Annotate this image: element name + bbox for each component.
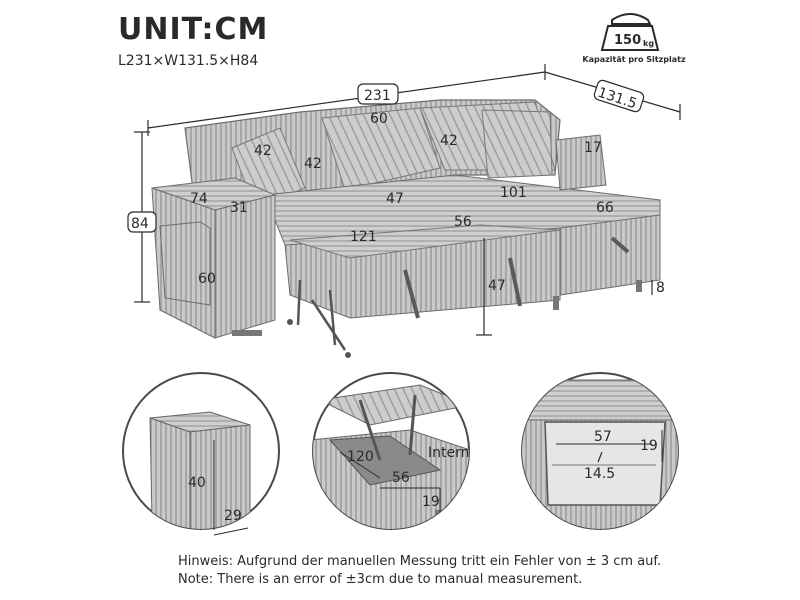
ottoman-length-label: 74 (190, 191, 208, 207)
compartment-width-label: 57 (594, 429, 612, 445)
seat-depth-label: 47 (386, 191, 404, 207)
weight-icon: 150 kg (600, 13, 660, 51)
bed-height-label: 47 (488, 278, 506, 294)
note-english: Note: There is an error of ±3cm due to m… (178, 572, 583, 587)
storage-depth-label: 19 (422, 494, 440, 510)
armrest-depth-label: 17 (584, 140, 602, 156)
capacity-weight: 150 (614, 33, 641, 48)
storage-width-label: 56 (392, 470, 410, 486)
detail-compartment: 57 19 14.5 (521, 372, 679, 530)
chaise-length-label: 101 (500, 185, 527, 201)
storage-label: Intern (428, 445, 470, 461)
stool-height-label: 40 (188, 475, 206, 491)
sofa-main (151, 99, 661, 358)
leg-height-label: 8 (656, 280, 665, 296)
ottoman-height-label: 60 (198, 271, 216, 287)
dimension-labels: 231 131.5 84 42 42 60 42 17 74 31 60 47 … (127, 79, 665, 296)
storage-length-label: 120 (347, 449, 374, 465)
capacity-label: Kapazität pro Sitzplatz (582, 55, 686, 64)
back-pillow-height-label: 42 (440, 133, 458, 149)
overall-dimensions: L231×W131.5×H84 (118, 53, 259, 69)
note-german: Hinweis: Aufgrund der manuellen Messung … (178, 554, 662, 569)
height-label: 84 (131, 216, 149, 232)
compartment-depth-label: 14.5 (584, 466, 615, 482)
detail-storage: Intern 120 56 19 (312, 372, 470, 530)
detail-stool: 40 29 (122, 372, 280, 536)
length-label: 231 (364, 88, 391, 104)
ottoman-width-label: 31 (230, 200, 248, 216)
bed-width-label: 56 (454, 214, 472, 230)
pillow-a-label: 42 (254, 143, 272, 159)
page-title: UNIT:CM (118, 12, 269, 47)
back-pillow-width-label: 60 (370, 111, 388, 127)
chaise-depth-label: 66 (596, 200, 614, 216)
stool-width-label: 29 (224, 508, 242, 524)
capacity-unit: kg (643, 39, 654, 48)
compartment-height-label: 19 (640, 438, 658, 454)
pillow-b-label: 42 (304, 156, 322, 172)
bed-length-label: 121 (350, 229, 377, 245)
